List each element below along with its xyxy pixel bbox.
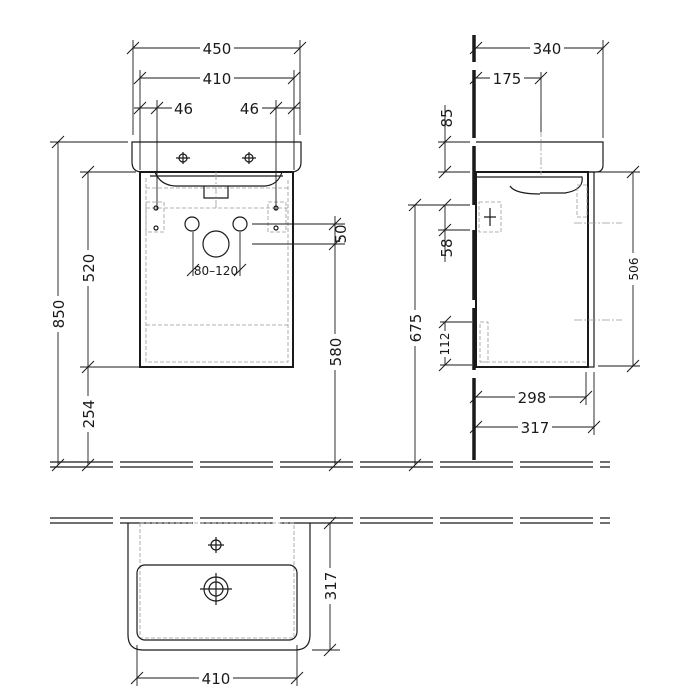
supply-pipe-left: [184, 216, 200, 232]
dim-46-left: 46: [174, 100, 193, 118]
dim-254: 254: [80, 400, 98, 429]
dim-450: 450: [203, 40, 232, 58]
dim-410: 410: [203, 70, 232, 88]
floor-line-elevation: [50, 461, 610, 468]
dim-175: 175: [493, 70, 522, 88]
side-basin: [476, 141, 604, 173]
top-bowl: [136, 564, 298, 641]
front-view: 450 410 46 46 850 520 254 50 580 80–120: [50, 38, 350, 472]
dim-850: 850: [50, 300, 68, 329]
dim-112: 112: [438, 333, 452, 356]
front-cabinet: [139, 171, 294, 368]
dim-80-120: 80–120: [194, 264, 238, 278]
dim-58: 58: [438, 238, 456, 257]
tap-hole-icon: [208, 537, 224, 553]
waste-pipe: [202, 230, 230, 258]
side-view: 340 175 85 58 675 112 506 298 317: [407, 35, 641, 472]
dim-340: 340: [533, 40, 562, 58]
side-cabinet: [475, 171, 589, 368]
dim-506: 506: [627, 258, 641, 281]
tap-hole-icon: [242, 152, 256, 164]
top-view: 317 410: [127, 516, 340, 688]
dim-298: 298: [518, 389, 547, 407]
dim-317-top: 317: [322, 572, 340, 601]
dim-520: 520: [80, 254, 98, 283]
dim-50: 50: [332, 224, 350, 243]
dim-580: 580: [327, 338, 345, 367]
tap-hole-icon: [176, 152, 190, 164]
side-door: [587, 171, 595, 368]
dim-675: 675: [407, 314, 425, 343]
wall-line-plan: [50, 517, 610, 524]
dim-46-right: 46: [240, 100, 259, 118]
dim-410-top: 410: [202, 670, 231, 688]
dim-85: 85: [438, 108, 456, 127]
top-basin: [127, 523, 311, 651]
drain-icon: [200, 573, 232, 605]
supply-pipe-right: [232, 216, 248, 232]
dim-317-side: 317: [521, 419, 550, 437]
